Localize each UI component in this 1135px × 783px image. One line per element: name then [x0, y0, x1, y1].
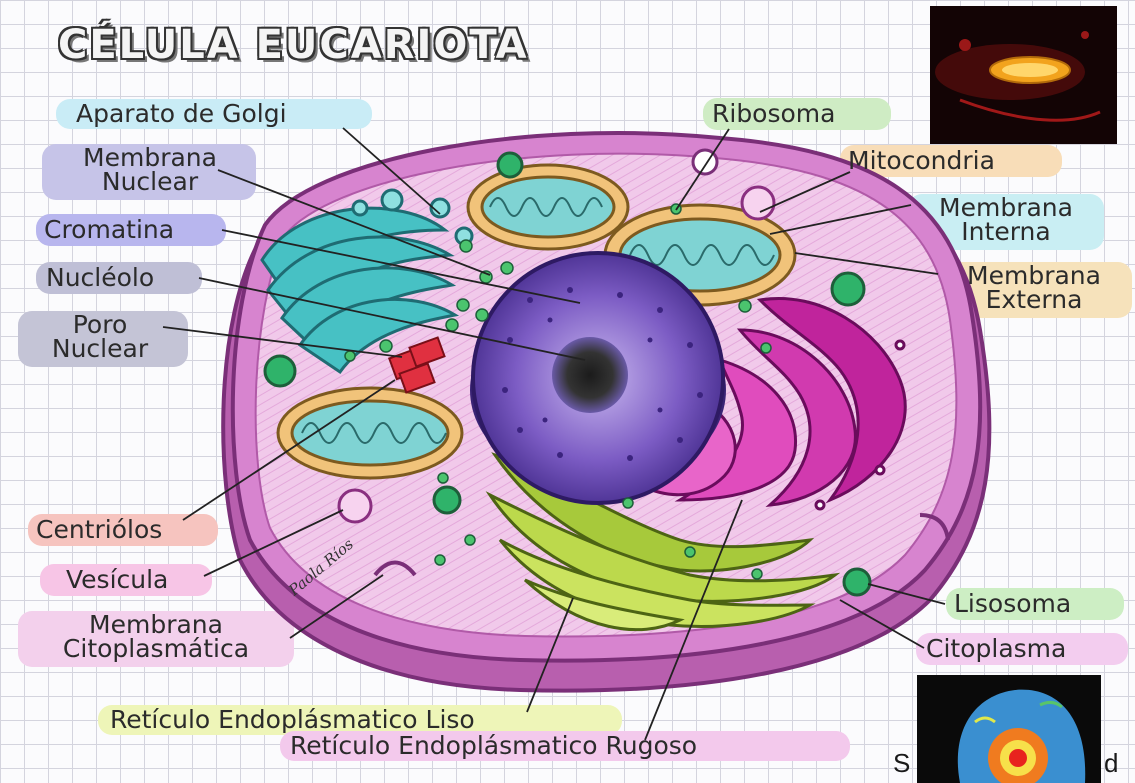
inset-photo-cell	[917, 675, 1101, 783]
watermark-right: d	[1104, 748, 1119, 778]
label-membrana-interna-line2: Interna	[961, 217, 1051, 246]
label-membrana-nuclear-line1: Membrana	[83, 143, 217, 172]
vesicula-highlight	[40, 564, 212, 596]
inset-photo-mitochondria	[930, 6, 1117, 144]
label-lisosoma: Lisosoma	[954, 589, 1072, 618]
lysosomes	[263, 151, 872, 597]
centriolos-highlight	[28, 514, 218, 546]
label-reticulo-liso: Retículo Endoplásmatico Liso	[110, 705, 475, 734]
cromatina-highlight	[36, 214, 226, 246]
membrana-citoplasmatica-highlight	[18, 611, 294, 667]
watermark-left: S	[893, 748, 911, 778]
label-membrana-externa: Membrana Externa	[940, 261, 1128, 314]
membrane-pit-bottom	[373, 560, 417, 577]
ribosoma-highlight	[703, 98, 891, 130]
label-membrana-externa-line2: Externa	[985, 285, 1083, 314]
golgi-apparatus	[260, 188, 474, 375]
citoplasma-highlight	[916, 633, 1128, 665]
label-centriolos: Centriólos	[36, 515, 163, 544]
rer-highlight	[280, 731, 850, 761]
label-mitocondria: Mitocondria	[848, 146, 995, 175]
chromatin-dots	[502, 287, 703, 461]
poro-nuclear-highlight	[18, 311, 188, 367]
label-poro-nuclear: Poro Nuclear	[20, 310, 180, 363]
label-golgi: Aparato de Golgi	[76, 99, 287, 128]
label-citoplasma: Citoplasma	[926, 634, 1067, 663]
mitochondrion-left	[276, 386, 464, 480]
label-membrana-interna-line1: Membrana	[939, 193, 1073, 222]
label-membrana-nuclear: Membrana Nuclear	[50, 143, 250, 196]
golgi-highlight	[56, 99, 372, 129]
rough-er	[636, 297, 907, 511]
label-membrana-externa-line1: Membrana	[967, 261, 1101, 290]
label-membrana-nuclear-line2: Nuclear	[101, 167, 199, 196]
label-membrana-interna: Membrana Interna	[912, 193, 1100, 246]
leader-lines	[162, 127, 946, 741]
rel-highlight	[98, 705, 622, 735]
centriole	[387, 336, 446, 394]
lisosoma-highlight	[946, 588, 1124, 620]
nucleolo-highlight	[36, 262, 202, 294]
page-title: CÉLULA EUCARIOTA	[58, 22, 529, 68]
label-poro-nuclear-line2: Nuclear	[51, 334, 149, 363]
label-vesicula: Vesícula	[66, 565, 169, 594]
smooth-er	[485, 452, 841, 632]
membrana-nuclear-highlight	[42, 144, 256, 200]
mitocondria-highlight	[840, 145, 1062, 177]
nucleolus	[552, 337, 628, 413]
label-poro-nuclear-line1: Poro	[72, 310, 128, 339]
mitochondrion-top	[466, 163, 630, 251]
label-membrana-citoplasmatica: Membrana Citoplasmática	[22, 610, 290, 663]
label-reticulo-rugoso: Retículo Endoplásmatico Rugoso	[290, 731, 698, 760]
vesicles	[337, 185, 776, 524]
label-cromatina: Cromatina	[44, 215, 175, 244]
membrane-pit-right	[919, 513, 950, 541]
label-ribosoma: Ribosoma	[712, 99, 836, 128]
label-membrana-citoplasmatica-line2: Citoplasmática	[62, 634, 250, 663]
label-nucleolo: Nucléolo	[46, 263, 155, 292]
label-membrana-citoplasmatica-line1: Membrana	[89, 610, 223, 639]
